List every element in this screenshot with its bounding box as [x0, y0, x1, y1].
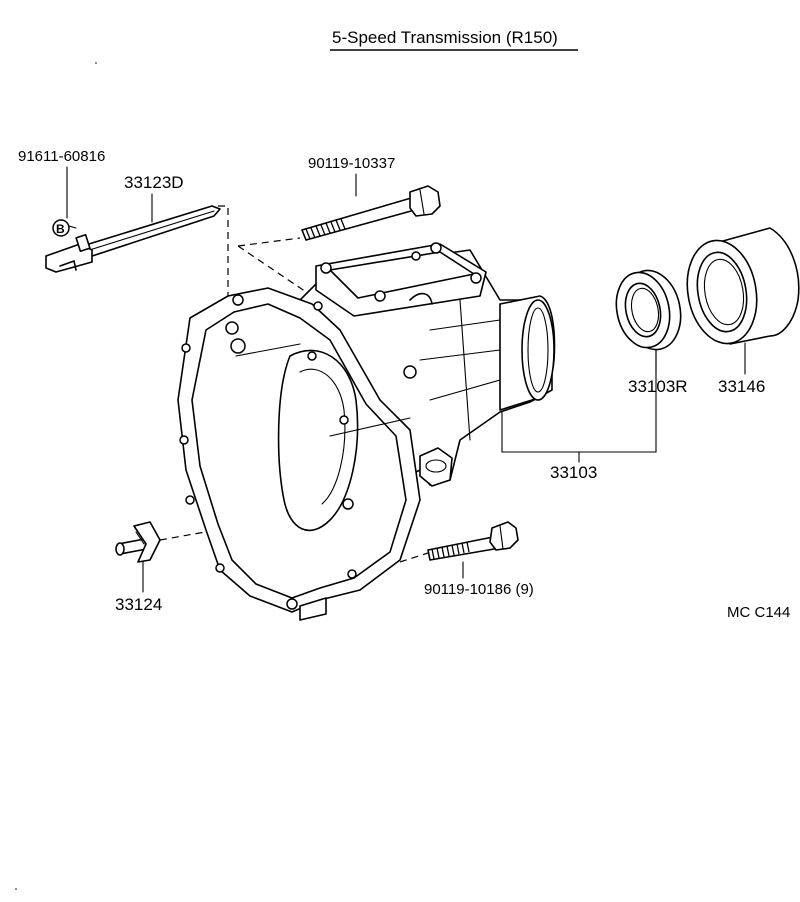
- part-label-33124[interactable]: 33124: [115, 595, 162, 614]
- part-label-33146[interactable]: 33146: [718, 377, 765, 396]
- leader-lines: [66, 166, 746, 593]
- marker-b-icon: [52, 219, 70, 237]
- transmission-housing-33103: [177, 242, 556, 621]
- part-label-33123D[interactable]: 33123D: [124, 173, 184, 192]
- part-label-90119-10186[interactable]: 90119-10186 (9): [424, 581, 534, 598]
- part-label-90119-10337[interactable]: 90119-10337: [308, 155, 395, 172]
- speck: [15, 888, 17, 890]
- diagram-title: 5-Speed Transmission (R150): [332, 28, 558, 47]
- oil-seal-33103R: [615, 269, 682, 351]
- diagram-code: MC C144: [727, 604, 790, 621]
- bolt-90119-10337: [301, 185, 441, 241]
- cover-33146: [686, 227, 800, 345]
- part-label-91611-60816[interactable]: 91611-60816: [18, 148, 105, 165]
- part-label-33103R[interactable]: 33103R: [628, 377, 688, 396]
- marker-b: B: [56, 222, 65, 236]
- pin-33124: [115, 521, 161, 563]
- bolt-90119-10186: [427, 521, 519, 561]
- part-label-33103[interactable]: 33103: [550, 463, 597, 482]
- speck: [95, 62, 97, 64]
- shift-rod-33123D: B: [45, 205, 221, 273]
